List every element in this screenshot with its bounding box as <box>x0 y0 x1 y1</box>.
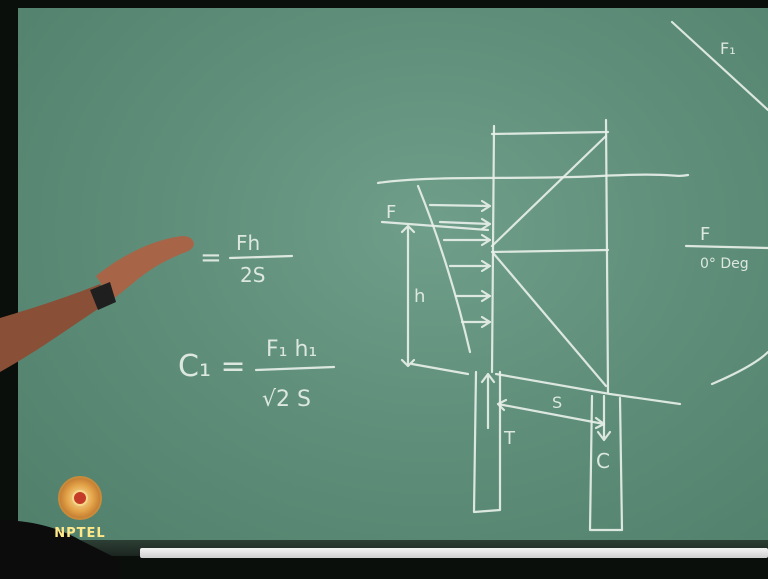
formula-c1-numerator: F₁ h₁ <box>266 337 317 362</box>
load-arrows <box>428 199 492 329</box>
dimension-h <box>400 224 416 368</box>
left-column <box>490 124 496 374</box>
wristwatch <box>90 282 116 310</box>
force-line-F <box>380 220 490 232</box>
reaction-arrow-T <box>480 372 496 430</box>
right-column <box>604 118 610 394</box>
nptel-logo: NPTEL <box>28 470 128 550</box>
formula-top-equals: = <box>200 243 222 273</box>
mid-beam <box>490 248 610 254</box>
formula-top-numerator: Fh <box>236 231 260 255</box>
label-deg: 0° Deg <box>700 256 749 272</box>
right-pile <box>588 394 624 532</box>
upper-diagonal <box>490 134 608 248</box>
nptel-logo-emblem <box>58 476 102 520</box>
top-beam <box>490 130 610 136</box>
label-F-right: F <box>700 224 710 245</box>
right-force-line <box>684 244 768 250</box>
chalkboard <box>18 8 768 556</box>
formula-top-fraction-bar <box>228 254 294 260</box>
left-pile <box>472 370 502 514</box>
instructor-shoulder-shadow <box>0 520 120 579</box>
reaction-arrow-C <box>596 394 612 442</box>
ground-ref-line <box>410 362 470 376</box>
nptel-logo-center <box>72 490 88 506</box>
right-arc <box>710 350 768 386</box>
ground-line <box>494 372 682 406</box>
formula-c1-denominator: √2 S <box>262 387 311 412</box>
formula-top-denominator: 2S <box>240 263 265 287</box>
right-diagonal-top <box>670 20 768 112</box>
lower-diagonal <box>492 252 608 388</box>
label-C: C <box>596 449 610 473</box>
formula-c1-fraction-bar <box>254 365 336 372</box>
label-T: T <box>503 428 516 449</box>
nptel-logo-text: NPTEL <box>54 526 106 541</box>
formula-c1-lhs: C₁ = <box>178 349 246 384</box>
label-S: S <box>552 393 562 412</box>
surface-line <box>376 173 690 185</box>
chalk-ledge <box>140 548 768 558</box>
label-F1: F₁ <box>720 39 736 58</box>
load-profile-curve <box>416 184 472 354</box>
label-F: F <box>386 202 396 223</box>
label-h: h <box>414 286 425 307</box>
